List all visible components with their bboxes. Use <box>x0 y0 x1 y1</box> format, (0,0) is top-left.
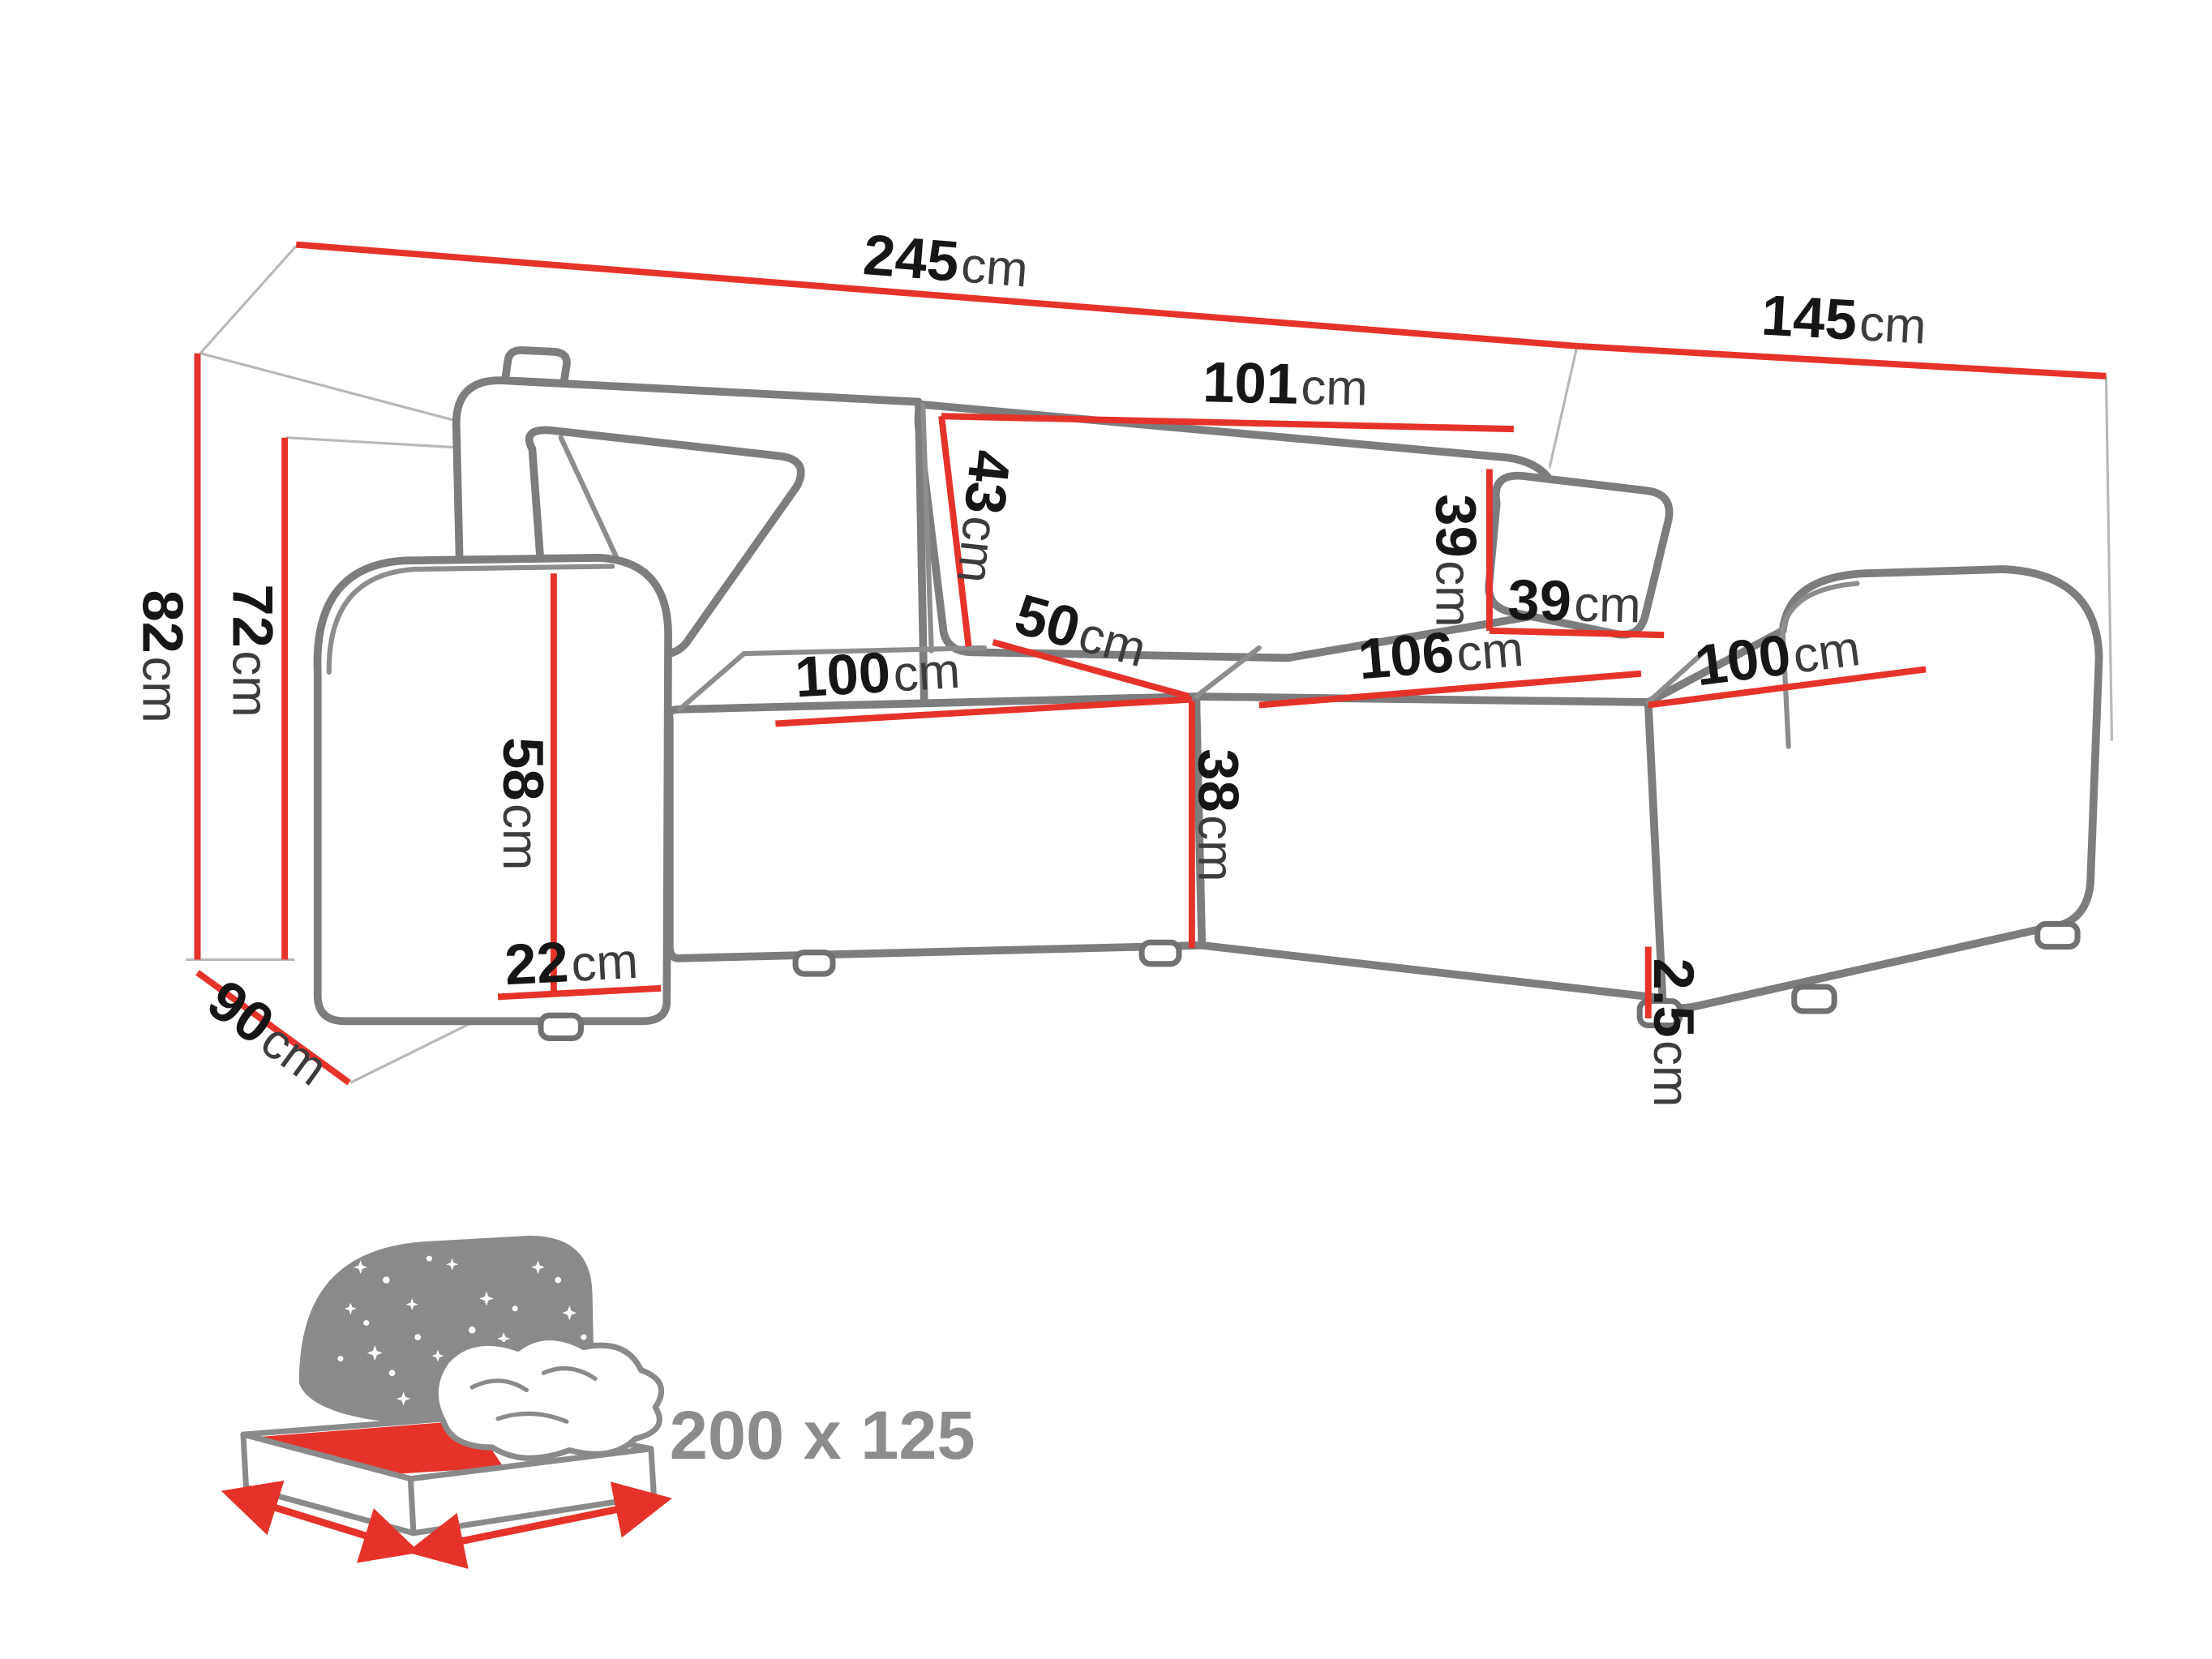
dim-label-backrest-section-width: 101cm <box>1202 349 1368 418</box>
bed-arrow-length <box>221 1480 420 1563</box>
dim-line-left-seat-width <box>775 696 1193 727</box>
sofa-feet <box>538 920 2081 1042</box>
dim-label-chaise-seat-width: 106cm <box>1356 614 1525 691</box>
dim-label-back-cushion-height: 43cm <box>945 448 1023 587</box>
dim-line-left-side-depth <box>195 970 351 1086</box>
dim-label-total-height: 82cm <box>131 589 195 722</box>
left-seat-front <box>665 692 1207 962</box>
dim-line-armrest-width <box>497 984 662 1001</box>
dim-line-corner-seat-width <box>992 639 1190 700</box>
left-armrest <box>313 554 672 1026</box>
extension-lines <box>186 245 2114 1084</box>
dim-label-armrest-height: 58cm <box>491 737 555 870</box>
duvet <box>432 1335 665 1461</box>
dim-line-total-width <box>295 241 1577 349</box>
dim-line-pillow-width <box>1489 627 1665 639</box>
dimension-lines <box>194 241 2107 1086</box>
sofa-outline-icon <box>313 346 2103 1042</box>
small-pillow <box>1485 471 1674 639</box>
dim-label-armrest-width: 22cm <box>503 926 639 997</box>
dim-label-left-seat-width: 100cm <box>793 636 962 709</box>
dim-line-back-cushion-height <box>938 415 972 647</box>
dim-line-chaise-seat-width <box>1258 670 1642 709</box>
bed-arrow-width <box>406 1481 672 1569</box>
dim-label-seat-height: 38cm <box>1187 748 1251 881</box>
dim-line-backrest-section-width <box>941 413 1514 433</box>
dim-label-pillow-height: 39cm <box>1425 494 1489 627</box>
back-top-tab <box>501 346 571 388</box>
dim-line-right-seat-width <box>1648 666 1927 709</box>
dim-label-pillow-width: 39cm <box>1507 568 1641 635</box>
chaise-front-face <box>1192 692 1667 1002</box>
dim-label-right-seat-width: 100cm <box>1691 613 1863 697</box>
dim-label-total-depth-right: 145cm <box>1760 282 1928 355</box>
sleeping-function-icon: 200 x 125 <box>221 1235 975 1569</box>
dim-line-total-depth-right <box>1576 342 2107 379</box>
dim-label-backrest-height: 72cm <box>221 584 285 717</box>
dim-label-total-width: 245cm <box>861 222 1031 299</box>
dim-label-leg-height: 2.5cm <box>1642 958 1706 1108</box>
chaise-body-right-armrest <box>1644 565 2103 1012</box>
sleeping-area-label: 200 x 125 <box>670 1396 975 1473</box>
